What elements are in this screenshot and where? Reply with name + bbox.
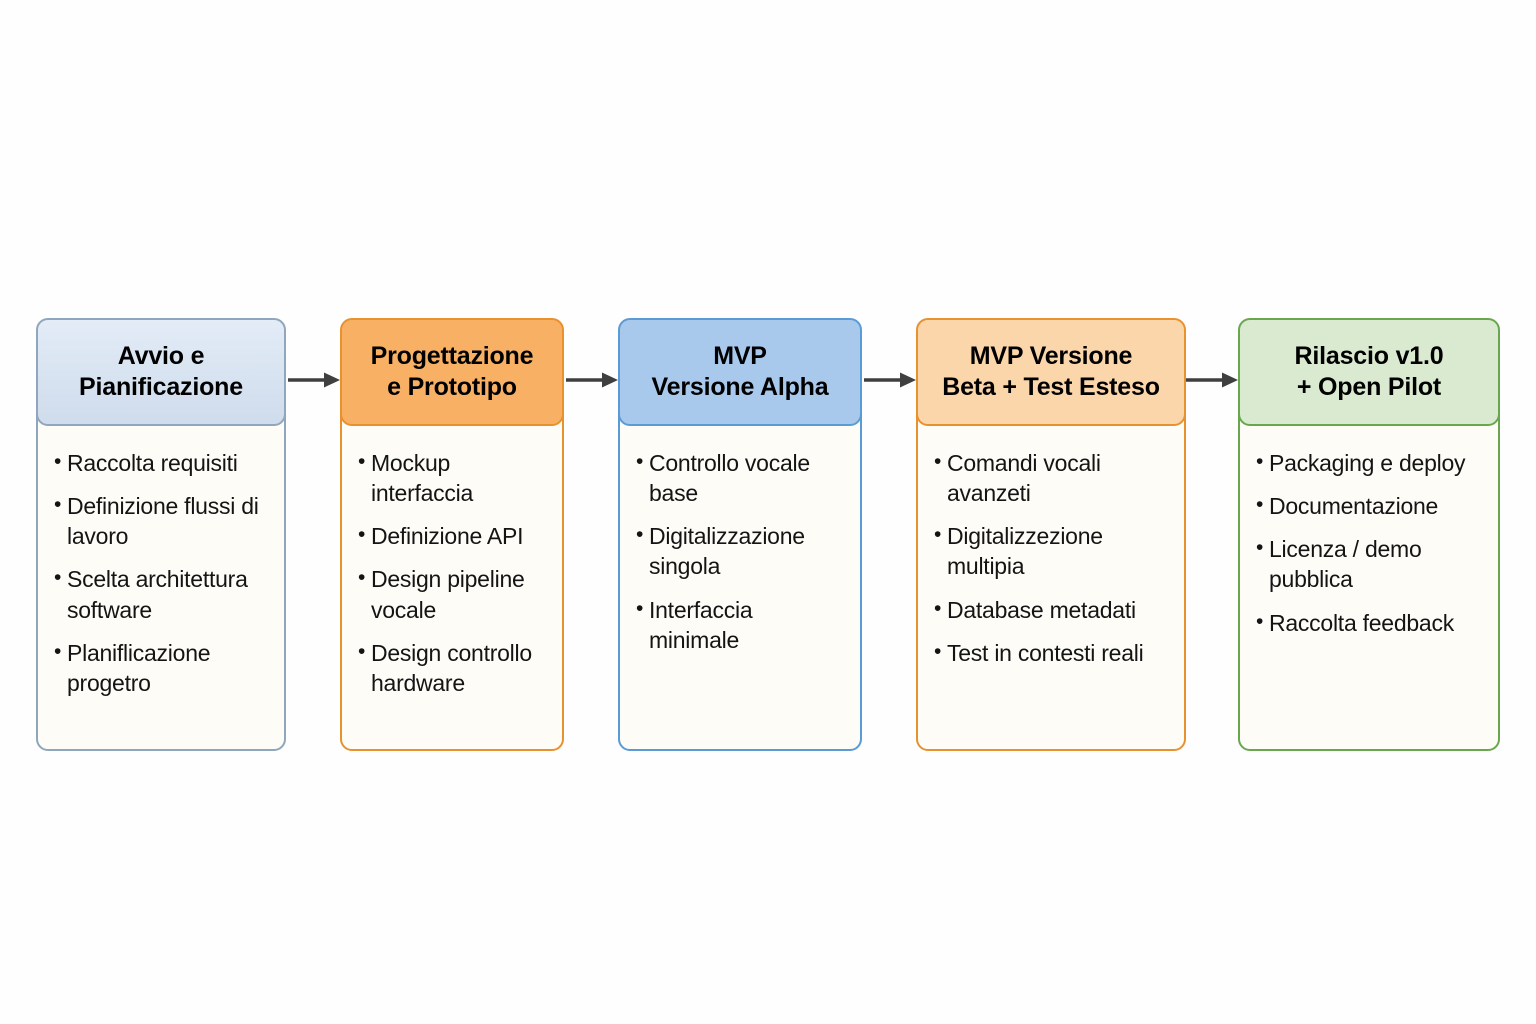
stage-card-5-body	[1238, 366, 1500, 751]
bullet-dot-icon: •	[934, 523, 942, 547]
stage-card-4-title-line2: Beta + Test Esteso	[942, 373, 1160, 401]
stage-card-4-bullet-list: • Comandi vocali avanzeti • Digitalizzez…	[916, 448, 1186, 681]
bullet-text: Controllo vocale base	[649, 450, 810, 507]
list-item: • Comandi vocali avanzeti	[934, 448, 1172, 508]
bullet-dot-icon: •	[636, 450, 644, 473]
bullet-text: Mockup interfaccia	[371, 450, 474, 507]
stage-card-2-title-line1: Progettazione	[370, 341, 534, 370]
bullet-dot-icon: •	[54, 450, 62, 473]
bullet-dot-icon: •	[54, 566, 62, 590]
bullet-dot-icon: •	[358, 523, 366, 547]
list-item: • Controllo vocale base	[636, 448, 848, 508]
bullet-text: Interfaccia minimale	[649, 596, 753, 653]
list-item: • Interfaccia minimale	[636, 595, 848, 655]
stage-card-1-title-line2: Pianificazione	[79, 373, 243, 401]
list-item: • Test in contesti reali	[934, 638, 1172, 668]
bullet-text: Raccolta requisiti	[67, 450, 238, 476]
arrow-right-icon	[1186, 372, 1238, 388]
bullet-dot-icon: •	[358, 450, 366, 473]
bullet-dot-icon: •	[54, 639, 62, 663]
list-item: • Database metadati	[934, 595, 1172, 625]
stage-card-4-header[interactable]: MVP Versione Beta + Test Esteso	[916, 318, 1186, 426]
stage-card-3-body	[618, 366, 862, 751]
list-item: • Digitalizzazione singola	[636, 521, 848, 581]
list-item: • Documentazione	[1256, 491, 1486, 521]
list-item: • Definizione flussi di lavoro	[54, 491, 272, 551]
bullet-text: Database metadati	[947, 596, 1136, 623]
bullet-dot-icon: •	[1256, 609, 1264, 633]
bullet-dot-icon: •	[1256, 536, 1264, 560]
bullet-dot-icon: •	[1256, 450, 1264, 473]
bullet-text: Digitalizzazione singola	[649, 523, 805, 580]
list-item: • Mockup interfaccia	[358, 448, 550, 508]
list-item: • Packaging e deploy	[1256, 448, 1486, 478]
stage-card-2-body	[340, 366, 564, 751]
stage-card-3-title-line1: MVP	[713, 341, 767, 370]
list-item: • Raccolta requisiti	[54, 448, 272, 478]
stage-card-2-title: Progettazione e Prototipo	[365, 341, 540, 404]
stage-card-5-bullet-list: • Packaging e deploy • Documentazione • …	[1238, 448, 1500, 651]
stage-card-1-bullet-list: • Raccolta requisiti • Definizione fluss…	[36, 448, 286, 711]
bullet-text: Raccolta feedback	[1269, 609, 1454, 636]
bullet-text: Comandi vocali avanzeti	[947, 450, 1101, 507]
stage-card-4-title-line1: MVP Versione	[969, 341, 1133, 370]
bullet-dot-icon: •	[636, 596, 644, 620]
stage-card-3-title: MVP Versione Alpha	[646, 341, 835, 404]
bullet-text: Licenza / demo pubblica	[1269, 536, 1422, 593]
stage-card-5-title: Rilascio v1.0 + Open Pilot	[1289, 341, 1450, 404]
stage-card-1-body	[36, 366, 286, 751]
stage-card-5-title-line1: Rilascio v1.0	[1294, 341, 1444, 370]
bullet-text: Planiflicazione progetro	[67, 639, 211, 696]
bullet-dot-icon: •	[358, 566, 366, 590]
arrow-right-icon	[566, 372, 618, 388]
arrow-right-icon	[864, 372, 916, 388]
stage-card-1-title-line1: Avvio e	[117, 341, 205, 370]
list-item: • Digitalizzezione multipia	[934, 521, 1172, 581]
bullet-text: Scelta architettura software	[67, 566, 248, 623]
stage-card-2-header[interactable]: Progettazione e Prototipo	[340, 318, 564, 426]
bullet-text: Test in contesti reali	[947, 639, 1144, 666]
connector-arrow-4	[1186, 371, 1238, 389]
bullet-dot-icon: •	[358, 639, 366, 663]
list-item: • Planiflicazione progetro	[54, 638, 272, 698]
list-item: • Definizione API	[358, 521, 550, 551]
stage-card-2-title-line2: e Prototipo	[387, 373, 517, 401]
bullet-text: Documentazione	[1269, 493, 1439, 520]
bullet-text: Definizione flussi di lavoro	[67, 493, 259, 550]
stage-card-3-header[interactable]: MVP Versione Alpha	[618, 318, 862, 426]
stage-card-3-title-line2: Versione Alpha	[651, 373, 829, 401]
connector-arrow-3	[864, 371, 916, 389]
stage-card-1-header[interactable]: Avvio e Pianificazione	[36, 318, 286, 426]
bullet-text: Packaging e deploy	[1269, 450, 1466, 476]
bullet-dot-icon: •	[54, 493, 62, 517]
stage-card-4-title: MVP Versione Beta + Test Esteso	[936, 341, 1166, 404]
stage-card-1-title: Avvio e Pianificazione	[73, 341, 249, 404]
connector-arrow-1	[288, 371, 340, 389]
list-item: • Design pipeline vocale	[358, 564, 550, 624]
list-item: • Design controllo hardware	[358, 638, 550, 698]
bullet-text: Definizione API	[371, 523, 524, 550]
list-item: • Scelta architettura software	[54, 564, 272, 624]
stage-card-5-header[interactable]: Rilascio v1.0 + Open Pilot	[1238, 318, 1500, 426]
bullet-text: Digitalizzezione multipia	[947, 523, 1103, 580]
connector-arrow-2	[566, 371, 618, 389]
stage-card-3-bullet-list: • Controllo vocale base • Digitalizzazio…	[618, 448, 862, 668]
bullet-text: Design controllo hardware	[371, 639, 532, 696]
bullet-dot-icon: •	[934, 596, 942, 620]
list-item: • Raccolta feedback	[1256, 608, 1486, 638]
bullet-text: Design pipeline vocale	[371, 566, 525, 623]
bullet-dot-icon: •	[934, 450, 942, 473]
bullet-dot-icon: •	[1256, 493, 1264, 517]
stage-card-4-body	[916, 366, 1186, 751]
bullet-dot-icon: •	[934, 639, 942, 663]
arrow-right-icon	[288, 372, 340, 388]
stage-card-2-bullet-list: • Mockup interfaccia • Definizione API •…	[340, 448, 564, 711]
stage-card-5-title-line2: + Open Pilot	[1296, 373, 1442, 401]
list-item: • Licenza / demo pubblica	[1256, 534, 1486, 594]
bullet-dot-icon: •	[636, 523, 644, 547]
